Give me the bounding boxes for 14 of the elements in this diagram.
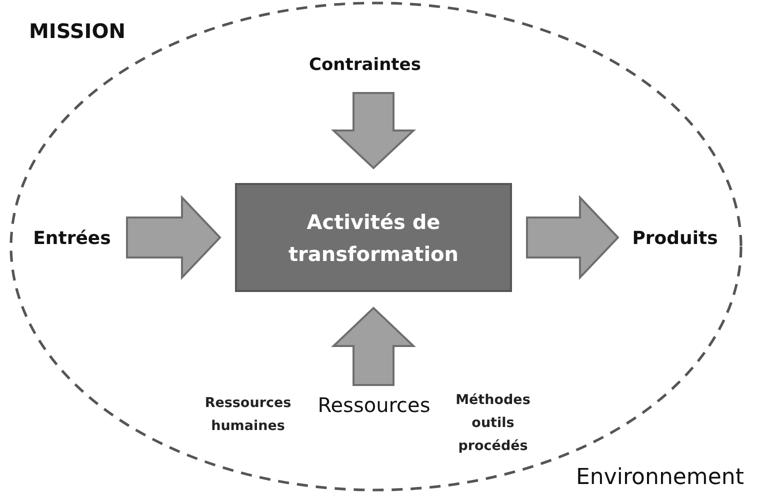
process-box: Activités de transformation xyxy=(235,183,512,292)
block-arrow xyxy=(330,92,416,170)
block-arrow xyxy=(526,195,620,280)
outputs-label: Produits xyxy=(626,226,724,250)
block-arrow xyxy=(126,195,222,280)
block-arrow xyxy=(331,306,416,386)
resource-note: Ressources humaines xyxy=(204,394,292,436)
mission-label: MISSION xyxy=(29,19,126,43)
resource-note: Méthodes outils procédés xyxy=(454,391,532,456)
dashed-ellipse xyxy=(9,1,743,492)
resources-label: Ressources xyxy=(310,393,438,417)
environment-label: Environnement xyxy=(576,465,744,490)
constraints-label: Contraintes xyxy=(304,54,426,76)
inputs-label: Entrées xyxy=(27,226,117,250)
